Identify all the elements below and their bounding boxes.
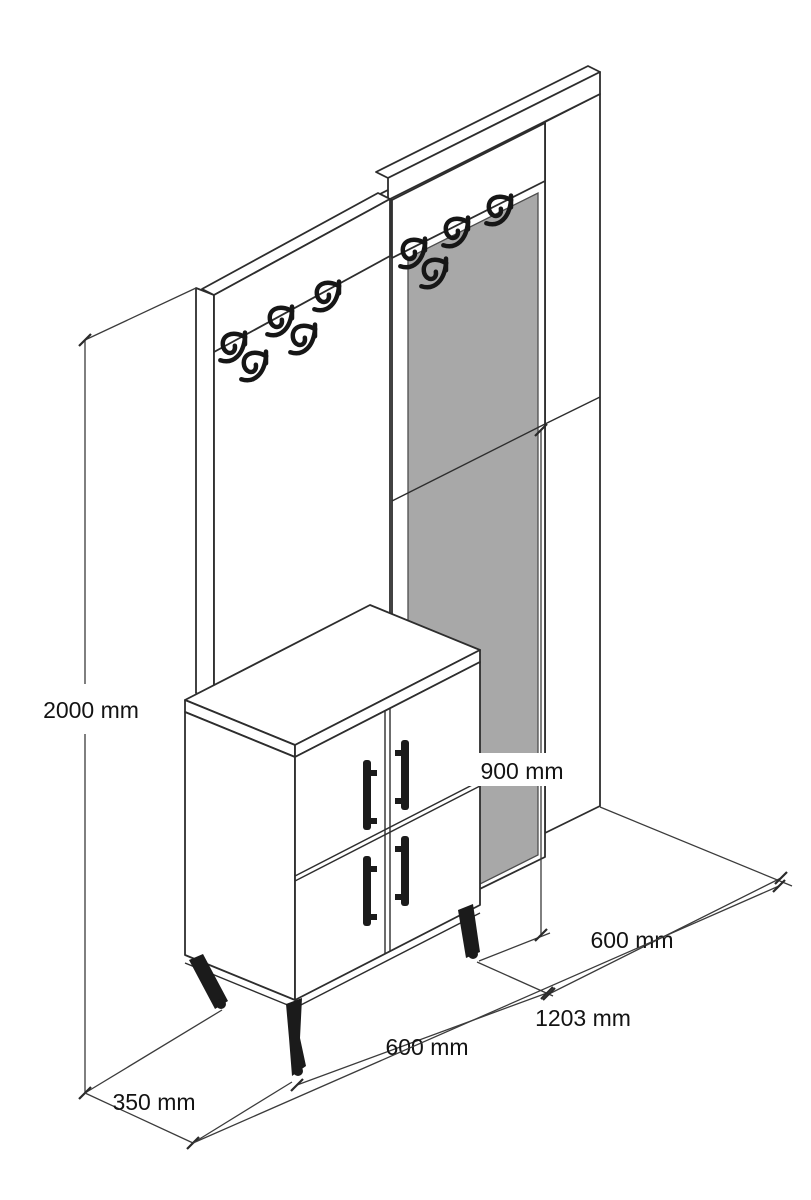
- cabinet-leg: [458, 904, 480, 959]
- dim-label-mirror-height: 900 mm: [480, 758, 563, 784]
- dim-label-cabinet-width: 600 mm: [385, 1034, 468, 1060]
- dimension-depth: 350 mm: [84, 1081, 293, 1150]
- panel-seam-line: [391, 423, 546, 502]
- cabinet-leg: [189, 954, 228, 1009]
- door-handle: [395, 740, 409, 810]
- top-shelf: [375, 65, 601, 201]
- dimension-lines: 2000 mm 900 mm 350 mm 600 mm: [43, 287, 793, 1150]
- panel-joint-line: [544, 396, 601, 425]
- dim-label-total-width: 1203 mm: [535, 1005, 631, 1031]
- dimension-cabinet-width: 600 mm: [290, 961, 554, 1092]
- door-handle: [363, 760, 377, 830]
- dimension-mirror-height: 900 mm: [458, 423, 586, 962]
- cabinet-bottom-rail: [294, 912, 481, 1009]
- shoe-cabinet: [184, 604, 481, 1076]
- door-handle: [363, 856, 377, 926]
- dimension-total-height: 2000 mm: [43, 287, 223, 1100]
- cabinet-leg: [286, 998, 306, 1076]
- door-divider-horizontal: [294, 785, 481, 882]
- left-hook-panel: [195, 192, 391, 713]
- dim-label-total-height: 2000 mm: [43, 697, 139, 723]
- cabinet-front: [294, 661, 481, 1001]
- dimension-right-width: 600 mm: [542, 806, 793, 1001]
- right-side-panel: [544, 93, 601, 834]
- door-divider-horizontal: [294, 780, 481, 877]
- dim-label-right-width: 600 mm: [590, 927, 673, 953]
- door-handle: [395, 836, 409, 906]
- dimension-total-width: 1203 mm: [192, 879, 786, 1144]
- dim-label-depth: 350 mm: [112, 1089, 195, 1115]
